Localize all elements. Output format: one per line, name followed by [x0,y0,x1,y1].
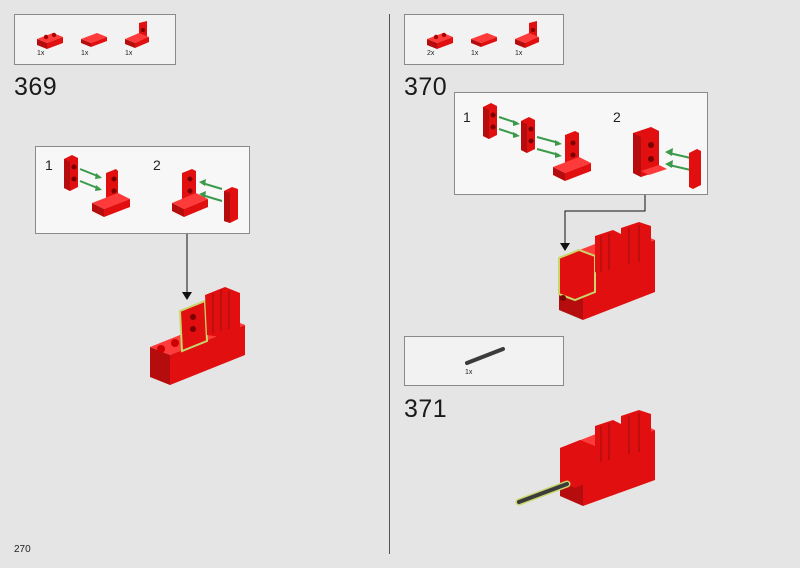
part-qty: 1x [471,50,479,57]
part-qty: 1x [125,50,133,57]
subassembly-callout-370: 1 2 [454,92,708,195]
part-icon-axle [465,347,505,365]
part-icon-bracket [515,21,539,48]
subassembly-callout-369: 1 2 [35,146,250,234]
model-illustration-369 [150,287,245,385]
parts-list-box-369: 1x 1x 1x [14,14,176,65]
substep-number: 2 [153,157,161,173]
page-divider [389,14,390,554]
part-qty: 2x [427,50,435,57]
callout-pointer-arrow [182,234,192,300]
step-number-371: 371 [404,395,448,423]
part-icon-bracket [125,21,149,48]
brick-assembly-illustration [64,155,238,223]
part-icon-tile-1x2 [81,33,107,47]
part-qty: 1x [81,50,89,57]
model-illustration-370 [558,222,655,320]
substep-number: 1 [463,109,471,125]
part-qty: 1x [515,50,523,57]
step-number-370: 370 [404,73,448,101]
brick-assembly-illustration [483,103,701,189]
parts-list-box-370: 2x 1x 1x [404,14,564,65]
part-icon-plate-1x2 [37,32,63,49]
step-number-369: 369 [14,73,58,101]
part-icon-plate-1x2 [427,32,453,49]
model-illustration-371 [515,410,655,506]
callout-pointer-arrow [560,195,646,251]
part-icon-tile-1x2 [471,33,497,47]
parts-list-box-371: 1x [404,336,564,386]
substep-number: 1 [45,157,53,173]
substep-number: 2 [613,109,621,125]
part-qty: 1x [37,50,45,57]
page-number: 270 [14,544,31,555]
part-qty: 1x [465,369,473,376]
